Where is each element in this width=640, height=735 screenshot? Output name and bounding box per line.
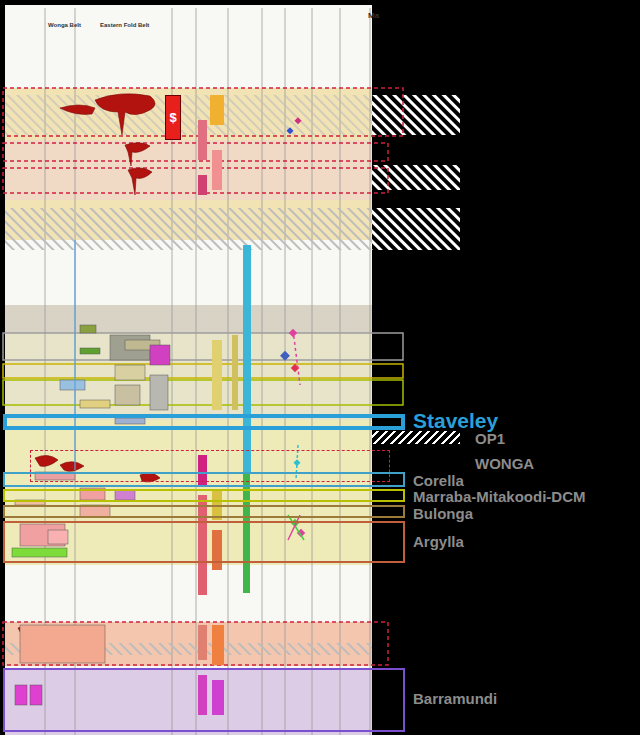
deposit-symbol: $	[169, 111, 176, 124]
band	[5, 140, 372, 200]
event-label: Barramundi	[413, 691, 497, 706]
event-window	[3, 380, 403, 405]
event-label: Argylla	[413, 534, 464, 549]
event-bar	[212, 340, 222, 410]
event-bar	[243, 245, 251, 473]
deposit-box: $	[165, 95, 181, 140]
band-outline	[30, 450, 390, 482]
band	[5, 333, 372, 420]
hatch-band	[372, 165, 460, 190]
event-label: Bulonga	[413, 506, 473, 521]
event-bar	[198, 495, 207, 595]
event-band: Marraba-Mitakoodi-DCM	[3, 489, 405, 502]
paleopole-marker	[280, 117, 305, 537]
event-bar	[198, 625, 207, 660]
event-bar	[232, 335, 238, 410]
hatch-band	[5, 95, 372, 135]
band	[5, 668, 372, 735]
event-label: OP1	[475, 431, 505, 446]
event-window	[3, 88, 403, 665]
paleopole-track	[288, 515, 304, 540]
event-window	[3, 364, 403, 378]
event-label: Staveley	[413, 410, 498, 431]
column-header: Wonga Belt	[48, 22, 81, 28]
event-bar	[212, 530, 222, 570]
event-band: Barramundi	[3, 668, 405, 732]
band	[5, 305, 372, 333]
event-bar	[243, 473, 250, 593]
event-band: Corella	[3, 472, 405, 487]
band-outline	[3, 668, 405, 732]
band-outline	[3, 489, 405, 502]
event-bar	[212, 680, 224, 715]
event-label: WONGA	[475, 456, 534, 471]
band-outline	[3, 521, 405, 563]
range-line	[74, 240, 75, 470]
event-band: OP1	[372, 431, 460, 444]
band-outline	[3, 472, 405, 487]
event-bar	[198, 675, 207, 715]
event-band: WONGA	[30, 450, 390, 482]
axis-unit: Ma	[368, 12, 379, 20]
paleopole-track	[288, 515, 300, 540]
column-header: Eastern Fold Belt	[100, 22, 149, 28]
band	[5, 420, 372, 565]
event-bar	[198, 455, 207, 485]
paleopole-track	[293, 330, 300, 385]
band-outline	[3, 505, 405, 518]
band-outline	[372, 431, 460, 444]
hatch-band	[372, 208, 460, 250]
hatch-band	[5, 208, 372, 250]
hatch-band	[372, 95, 460, 135]
event-label: Marraba-Mitakoodi-DCM	[413, 489, 586, 504]
event-band: Staveley	[3, 414, 405, 430]
event-band: Bulonga	[3, 505, 405, 518]
event-bar	[212, 625, 224, 665]
event-bar	[198, 175, 207, 195]
event-band: Argylla	[3, 521, 405, 563]
event-bar	[210, 95, 224, 125]
event-bar	[198, 120, 207, 160]
strat-unit	[12, 325, 170, 705]
band-outline	[3, 414, 405, 430]
chart-panel	[5, 5, 372, 735]
event-bar	[212, 150, 222, 190]
event-label: Corella	[413, 473, 464, 488]
band	[5, 622, 372, 666]
event-window	[3, 333, 403, 360]
